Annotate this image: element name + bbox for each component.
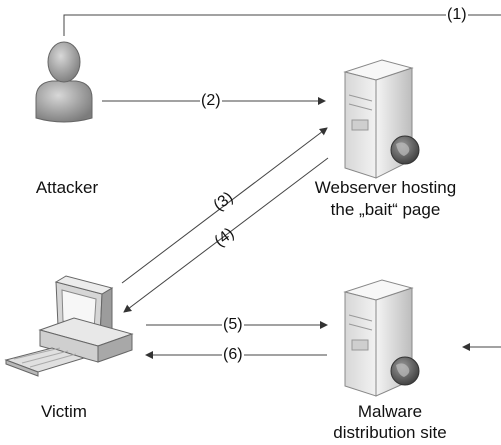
- malware-site-label-line1: Malware: [357, 402, 423, 421]
- attacker-person-icon: [35, 41, 93, 123]
- attacker-label: Attacker: [35, 178, 99, 197]
- webserver-label-line1: Webserver hosting: [314, 178, 457, 197]
- arrow-step-1: [63, 14, 501, 36]
- step-label-6: (6): [222, 346, 244, 364]
- webserver-server-icon: [343, 59, 420, 179]
- victim-computer-icon: [4, 275, 134, 377]
- arrow-step-4: [123, 157, 329, 313]
- arrow-step-3: [121, 127, 328, 284]
- victim-label: Victim: [41, 402, 87, 421]
- webserver-label-line2: the „bait“ page: [330, 200, 441, 219]
- step-label-2: (2): [200, 92, 222, 110]
- malware-server-icon: [343, 279, 420, 397]
- step-label-1: (1): [446, 6, 468, 24]
- step-label-5: (5): [222, 316, 244, 334]
- malware-site-label-line2: distribution site: [333, 423, 447, 442]
